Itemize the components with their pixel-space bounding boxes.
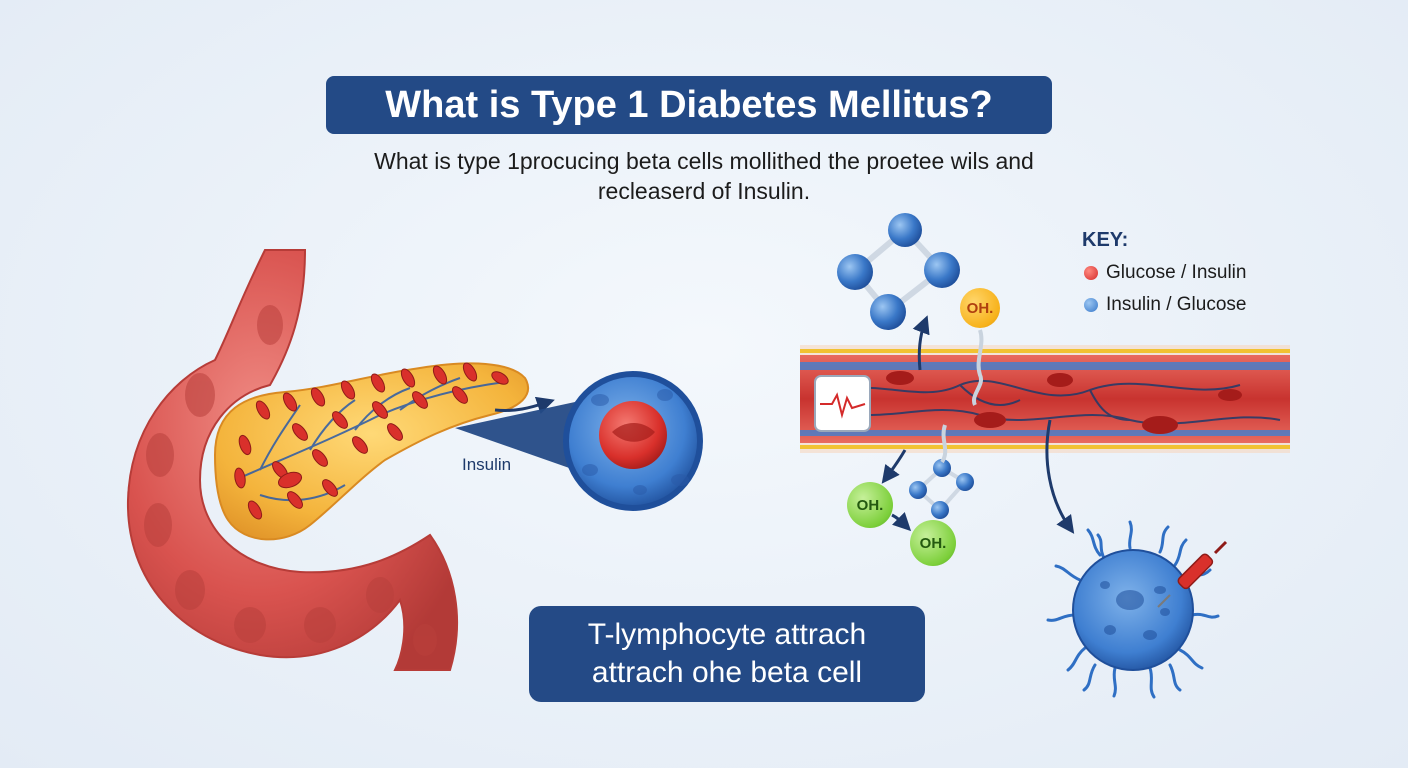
- insulin-label: Insulin: [462, 455, 512, 474]
- subtitle-line-1: What is type 1procucing beta cells molli…: [374, 148, 1034, 174]
- oh-molecule-left: OH.: [847, 482, 893, 528]
- pancreas-to-cell-arrow: [494, 396, 555, 414]
- insulin-pointer-wedge: [455, 402, 575, 470]
- title-banner: What is Type 1 Diabetes Mellitus?: [326, 76, 1052, 134]
- oh-connector-bottom: [940, 424, 948, 464]
- molecule-top: [837, 213, 960, 330]
- oh-label-left: OH.: [856, 496, 884, 514]
- molecule-bottom: [909, 459, 974, 519]
- blood-vessel: [800, 345, 1290, 453]
- up-arrow: [912, 315, 930, 371]
- oh-to-oh-arrow: [891, 511, 912, 532]
- key-label: Insulin / Glucose: [1106, 294, 1247, 315]
- syringe-icon: [1157, 540, 1228, 608]
- oh-label-top: OH.: [966, 299, 994, 317]
- vessel-to-tcell-arrow: [1045, 419, 1075, 534]
- down-left-arrow: [881, 449, 907, 484]
- intestine-illustration: [126, 249, 459, 671]
- tcell-caption-line-2: attrach ohe beta cell: [591, 656, 863, 689]
- page-title: What is Type 1 Diabetes Mellitus?: [385, 83, 993, 126]
- key-label: Glucose / Insulin: [1106, 262, 1247, 283]
- oh-molecule-top: OH.: [960, 288, 1000, 328]
- key-title: KEY:: [1082, 229, 1129, 251]
- key-item-glucose-insulin: Glucose / Insulin: [1084, 262, 1246, 284]
- tcell-caption-box: T-lymphocyte attrach attrach ohe beta ce…: [529, 606, 925, 702]
- beta-cell-zoom: [563, 371, 703, 511]
- oh-connector-top: [971, 329, 984, 406]
- key-item-insulin-glucose: Insulin / Glucose: [1084, 294, 1246, 316]
- tcell-caption-line-1: T-lymphocyte attrach: [587, 618, 867, 651]
- subtitle-line-2: recleaserd of Insulin.: [597, 178, 811, 204]
- oh-label-right: OH.: [919, 534, 947, 552]
- oh-molecule-right: OH.: [910, 520, 956, 566]
- t-lymphocyte: [1046, 520, 1228, 699]
- subtitle: What is type 1procucing beta cells molli…: [300, 146, 1108, 206]
- pancreas-illustration: [213, 362, 530, 541]
- blue-dot-icon: [1084, 298, 1098, 312]
- red-dot-icon: [1084, 266, 1098, 280]
